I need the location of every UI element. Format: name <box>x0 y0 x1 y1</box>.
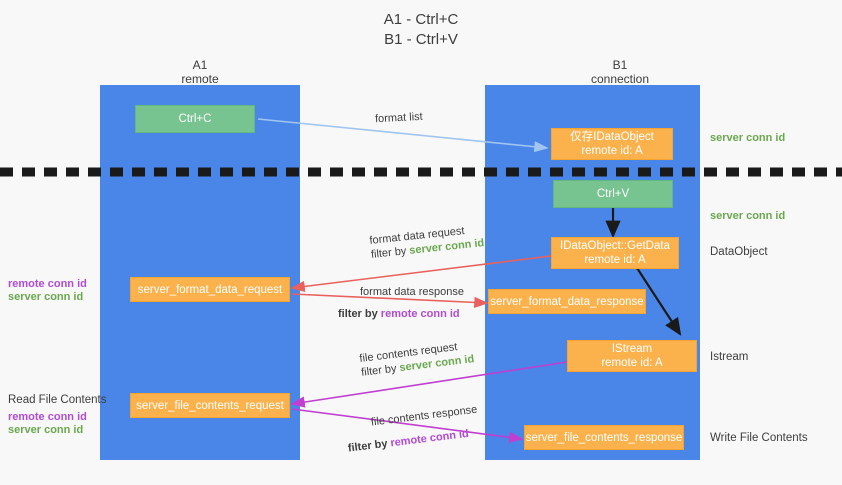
annotation-right-server-conn-id-1: server conn id <box>710 132 786 144</box>
arrow-file-contents-request <box>290 361 568 408</box>
node-istream-line1: IStream <box>611 343 653 355</box>
filter-prefix: filter by <box>370 244 410 261</box>
arrow-getdata-istream <box>636 267 682 336</box>
annotation-remote-conn-id: remote conn id <box>8 411 87 423</box>
node-ctrl-v[interactable]: Ctrl+V <box>553 180 673 208</box>
title-line-1: A1 - Ctrl+C <box>383 11 459 28</box>
edge-label-format-list: format list <box>375 110 423 126</box>
diagram-title: A1 - Ctrl+C B1 - Ctrl+V <box>0 10 842 50</box>
node-getdata-line1: IDataObject::GetData <box>560 240 670 252</box>
node-stored-dataobject[interactable]: 仅存IDataObject remote id: A <box>551 128 673 160</box>
edge-filter-format-data-response: filter by remote conn id <box>338 307 464 321</box>
column-header-a1: A1 remote <box>120 58 280 86</box>
filter-prefix: filter by <box>338 308 381 320</box>
title-line-2: B1 - Ctrl+V <box>384 31 458 48</box>
node-server-file-contents-response-label: server_file_contents_response <box>525 431 683 444</box>
node-getdata-line2: remote id: A <box>584 254 646 266</box>
node-server-file-contents-request[interactable]: server_file_contents_request <box>130 393 290 418</box>
arrow-format-list <box>257 118 549 153</box>
column-a1-role: remote <box>181 72 219 86</box>
node-idataobject-getdata[interactable]: IDataObject::GetData remote id: A <box>551 237 679 269</box>
arrow-format-data-request <box>290 255 552 292</box>
node-ctrl-c[interactable]: Ctrl+C <box>135 105 255 133</box>
node-istream[interactable]: IStream remote id: A <box>567 340 697 372</box>
edge-label-format-list-text: format list <box>374 110 423 126</box>
annotation-right-write-file-contents: Write File Contents <box>710 432 808 444</box>
arrow-file-contents-response <box>291 408 524 443</box>
node-server-file-contents-request-label: server_file_contents_request <box>136 399 284 412</box>
annotation-right-server-conn-id-2: server conn id <box>710 210 786 222</box>
node-server-format-data-request-label: server_format_data_request <box>137 283 283 296</box>
annotation-server-conn-id: server conn id <box>8 424 84 436</box>
filter-value-remote-conn-id: remote conn id <box>380 308 460 320</box>
node-server-format-data-response-label: server_format_data_response <box>490 295 644 308</box>
node-stored-dataobject-line2: remote id: A <box>581 145 643 157</box>
node-server-file-contents-response[interactable]: server_file_contents_response <box>524 425 684 450</box>
column-header-b1: B1 connection <box>520 58 720 86</box>
annotation-right-istream: Istream <box>710 351 749 363</box>
node-stored-dataobject-line1: 仅存IDataObject <box>570 131 654 143</box>
edge-label-format-data-response-text: format data response <box>360 286 464 298</box>
arrow-format-data-response <box>291 293 489 309</box>
annotation-left-conn-ids-top: remote conn id server conn id <box>8 278 87 304</box>
column-a1-name: A1 <box>192 58 208 72</box>
node-server-format-data-request[interactable]: server_format_data_request <box>130 277 290 302</box>
node-istream-line2: remote id: A <box>601 357 663 369</box>
node-ctrl-c-label: Ctrl+C <box>178 113 212 125</box>
edge-label-format-data-response: format data response filter by remote co… <box>338 285 464 321</box>
column-b1-name: B1 <box>612 58 628 72</box>
node-server-format-data-response[interactable]: server_format_data_response <box>488 289 646 314</box>
annotation-right-dataobject: DataObject <box>710 246 768 258</box>
annotation-left-conn-ids-bottom: remote conn id server conn id <box>8 411 87 437</box>
annotation-server-conn-id: server conn id <box>8 291 84 303</box>
annotation-remote-conn-id: remote conn id <box>8 278 87 290</box>
node-ctrl-v-label: Ctrl+V <box>596 188 630 200</box>
annotation-read-file-contents: Read File Contents <box>8 394 107 406</box>
column-b1-role: connection <box>590 72 650 86</box>
